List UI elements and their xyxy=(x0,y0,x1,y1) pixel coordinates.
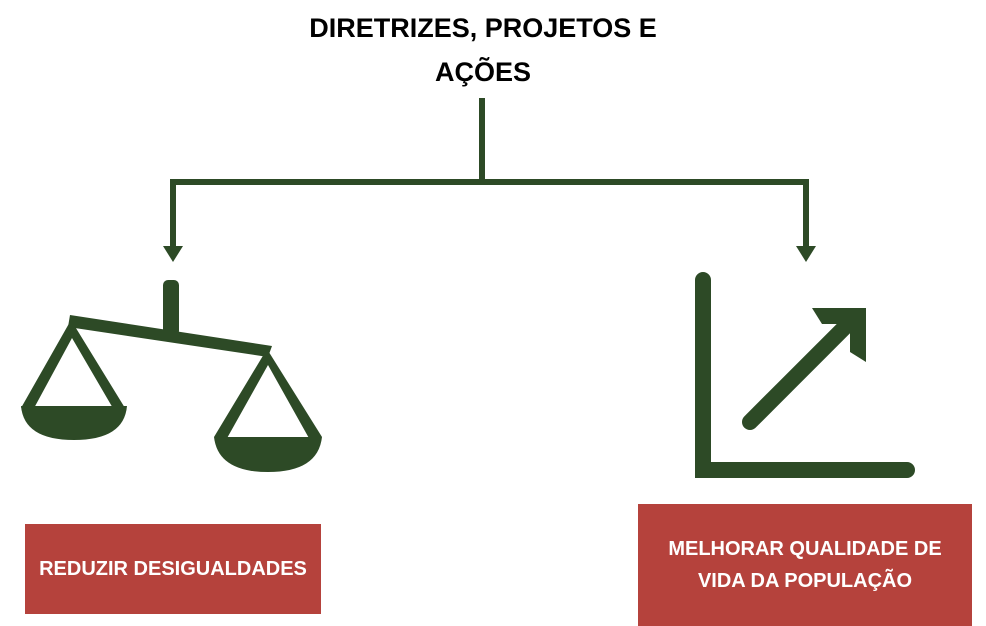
branch-left-line xyxy=(170,179,482,250)
goal-box-quality-of-life: MELHORAR QUALIDADE DE VIDA DA POPULAÇÃO xyxy=(638,504,972,626)
growth-chart-icon xyxy=(695,272,915,478)
goal-label-quality-of-life: MELHORAR QUALIDADE DE VIDA DA POPULAÇÃO xyxy=(668,538,942,592)
growth-arrowhead xyxy=(812,308,866,362)
branch-right-line xyxy=(482,179,809,250)
goal-box-reduce-inequality: REDUZIR DESIGUALDADES xyxy=(25,524,321,614)
goal-label-reduce-inequality: REDUZIR DESIGUALDADES xyxy=(39,558,307,580)
arrowhead-right xyxy=(796,246,816,262)
arrowhead-left xyxy=(163,246,183,262)
tree-connectors xyxy=(170,98,809,250)
diagram-title: DIRETRIZES, PROJETOS E AÇÕES xyxy=(309,13,657,87)
scales-icon xyxy=(21,280,322,472)
